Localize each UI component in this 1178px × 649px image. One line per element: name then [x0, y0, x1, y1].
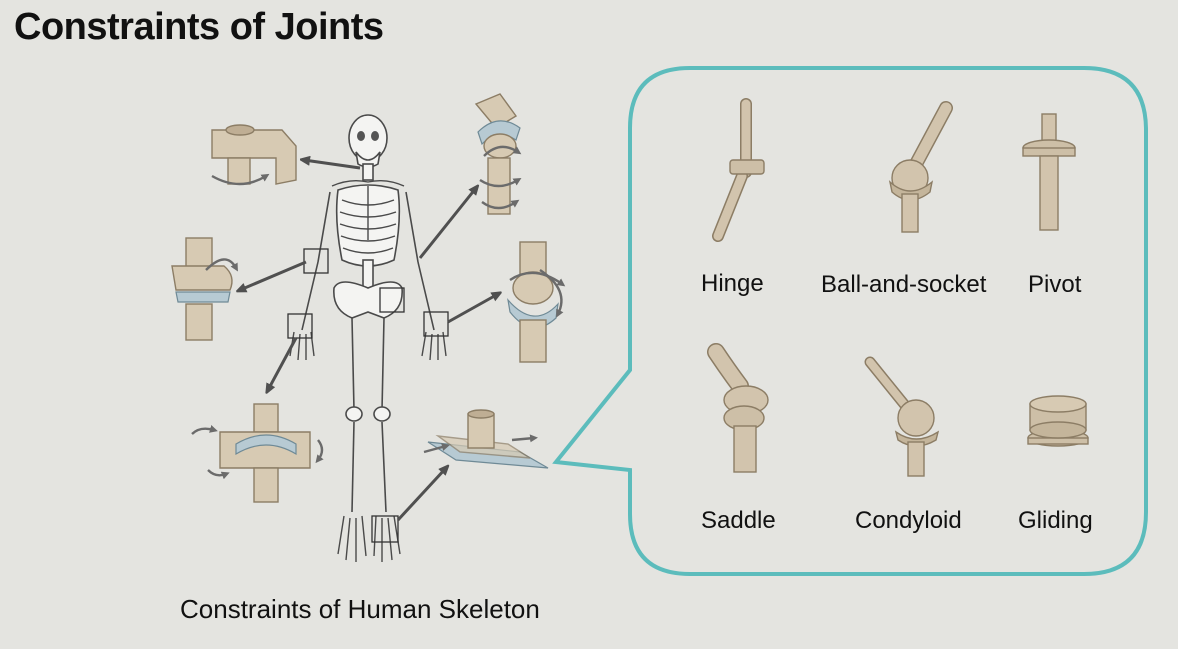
condyloid-joint-icon [864, 356, 940, 477]
pivot-model [211, 124, 297, 186]
hinge-joint-icon [712, 98, 765, 242]
saddle-joint-icon [707, 343, 769, 473]
label-condyloid: Condyloid [855, 507, 962, 534]
ball-socket-model [474, 93, 522, 215]
label-pivot: Pivot [1028, 271, 1082, 298]
gliding-joint-icon [1027, 395, 1089, 447]
callout-arrows [240, 160, 498, 522]
label-ball-and-socket: Ball-and-socket [821, 271, 987, 298]
label-gliding: Gliding [1018, 507, 1093, 534]
skeleton-figure [287, 114, 449, 562]
page-title: Constraints of Joints [14, 6, 384, 48]
ball-and-socket-joint-icon [888, 101, 953, 233]
pivot-joint-icon [1022, 113, 1076, 231]
joint-types-panel [552, 66, 1148, 576]
saddle-model [191, 403, 324, 503]
gliding-model [423, 409, 549, 469]
label-hinge: Hinge [701, 270, 764, 297]
figure-caption: Constraints of Human Skeleton [180, 594, 540, 624]
hinge-model [171, 237, 238, 341]
condyloid-model [507, 241, 566, 363]
label-saddle: Saddle [701, 507, 776, 534]
